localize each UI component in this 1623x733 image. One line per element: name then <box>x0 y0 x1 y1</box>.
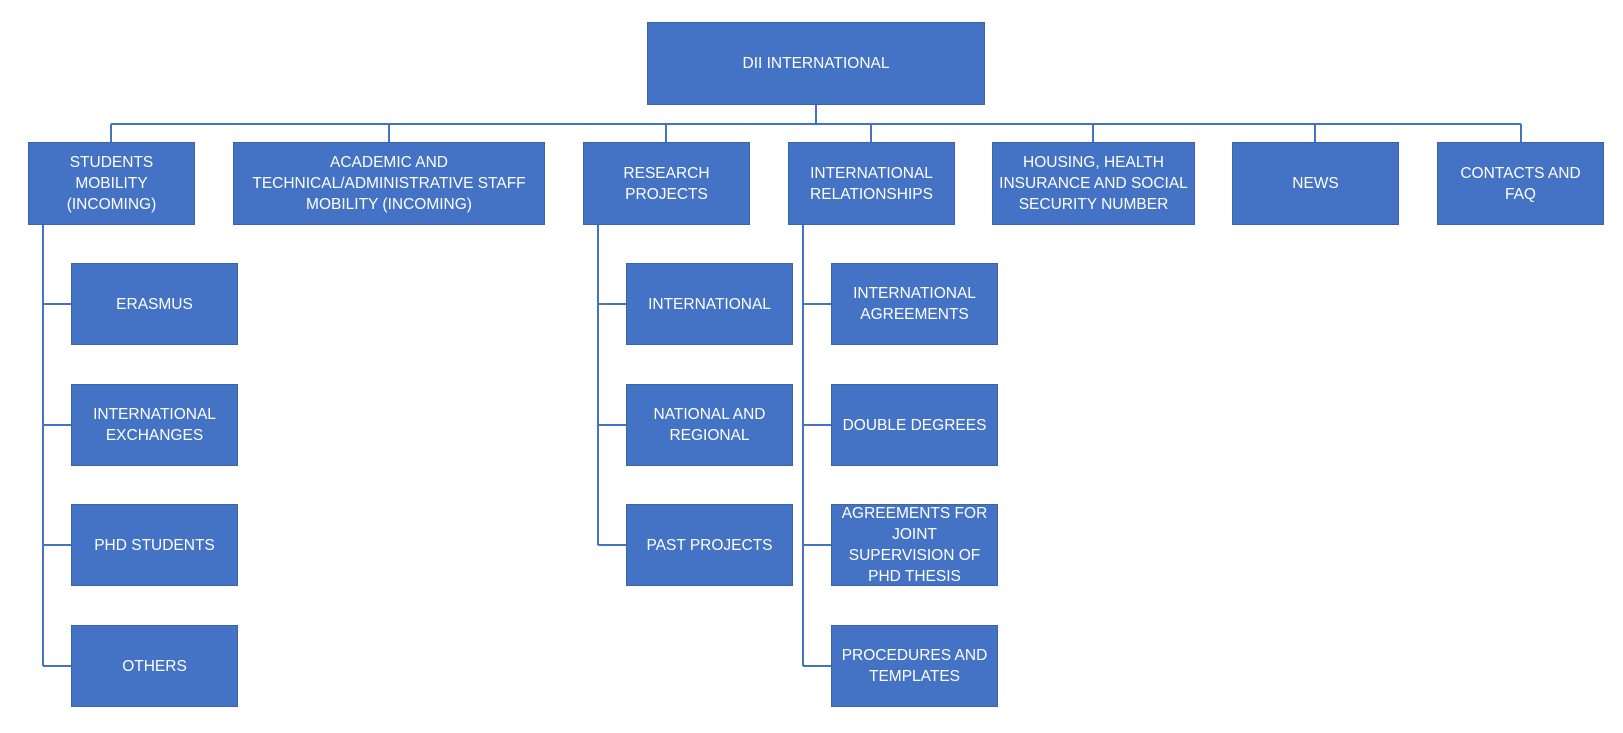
node-label: CONTACTS AND FAQ <box>1460 164 1581 203</box>
node-dii-international[interactable]: DII INTERNATIONAL <box>647 22 985 105</box>
node-label: DII INTERNATIONAL <box>742 55 890 72</box>
node-label: STUDENTS MOBILITY (INCOMING) <box>66 154 157 213</box>
node-students-mobility-incoming[interactable]: STUDENTS MOBILITY (INCOMING) <box>28 142 195 225</box>
node-rp-national-and-regional[interactable]: NATIONAL AND REGIONAL <box>626 384 793 466</box>
node-label: INTERNATIONAL AGREEMENTS <box>853 285 976 323</box>
node-rp-international[interactable]: INTERNATIONAL <box>626 263 793 345</box>
node-double-degrees[interactable]: DOUBLE DEGREES <box>831 384 998 466</box>
node-international-relationships[interactable]: INTERNATIONAL RELATIONSHIPS <box>788 142 955 225</box>
node-label: AGREEMENTS FOR JOINT SUPERVISION OF PHD … <box>841 505 988 585</box>
node-label: DOUBLE DEGREES <box>842 416 987 434</box>
node-label: PROCEDURES AND TEMPLATES <box>841 647 988 685</box>
node-contacts-and-faq[interactable]: CONTACTS AND FAQ <box>1437 142 1604 225</box>
node-label: INTERNATIONAL <box>648 295 771 313</box>
node-label: ACADEMIC AND TECHNICAL/ADMINISTRATIVE ST… <box>252 154 526 213</box>
node-research-projects[interactable]: RESEARCH PROJECTS <box>583 142 750 225</box>
node-procedures-and-templates[interactable]: PROCEDURES AND TEMPLATES <box>831 625 998 707</box>
node-international-agreements[interactable]: INTERNATIONAL AGREEMENTS <box>831 263 998 345</box>
node-label: NATIONAL AND REGIONAL <box>653 406 766 444</box>
node-label: RESEARCH PROJECTS <box>623 164 710 203</box>
node-joint-supervision-agreements[interactable]: AGREEMENTS FOR JOINT SUPERVISION OF PHD … <box>831 504 998 586</box>
node-erasmus[interactable]: ERASMUS <box>71 263 238 345</box>
node-international-exchanges[interactable]: INTERNATIONAL EXCHANGES <box>71 384 238 466</box>
node-staff-mobility-incoming[interactable]: ACADEMIC AND TECHNICAL/ADMINISTRATIVE ST… <box>233 142 545 225</box>
node-others[interactable]: OTHERS <box>71 625 238 707</box>
node-label: INTERNATIONAL EXCHANGES <box>93 406 216 444</box>
node-label: PAST PROJECTS <box>646 536 773 554</box>
node-label: INTERNATIONAL RELATIONSHIPS <box>810 164 933 203</box>
node-label: OTHERS <box>122 657 187 675</box>
node-label: ERASMUS <box>116 295 193 313</box>
node-phd-students[interactable]: PHD STUDENTS <box>71 504 238 586</box>
node-label: NEWS <box>1292 175 1339 192</box>
node-news[interactable]: NEWS <box>1232 142 1399 225</box>
node-rp-past-projects[interactable]: PAST PROJECTS <box>626 504 793 586</box>
node-label: PHD STUDENTS <box>94 536 215 554</box>
node-housing-health-insurance[interactable]: HOUSING, HEALTH INSURANCE AND SOCIAL SEC… <box>992 142 1195 225</box>
node-label: HOUSING, HEALTH INSURANCE AND SOCIAL SEC… <box>999 154 1188 213</box>
